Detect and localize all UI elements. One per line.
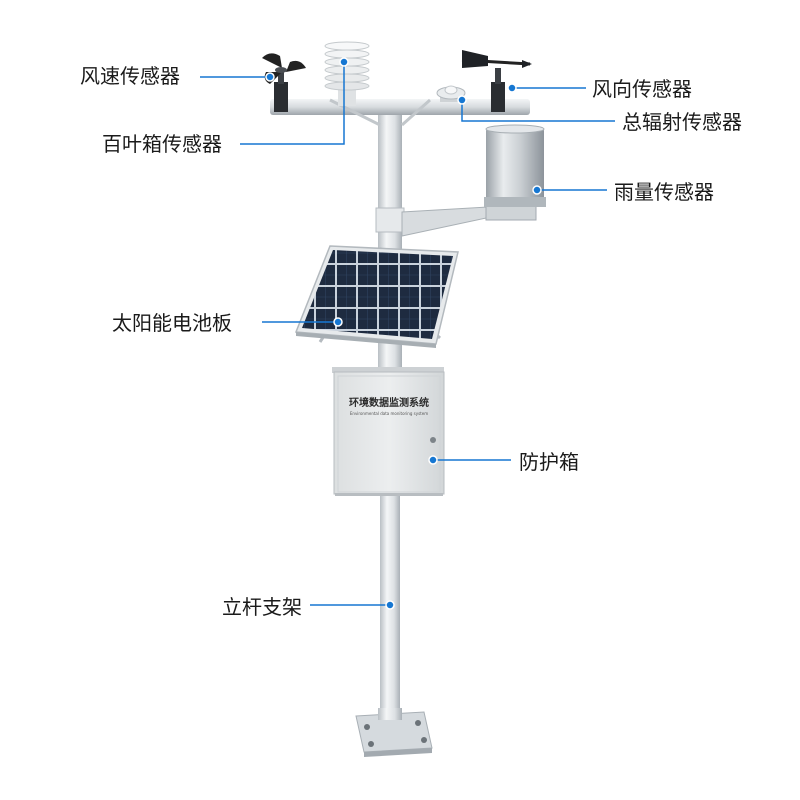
- label-radiation: 总辐射传感器: [622, 110, 742, 134]
- label-solar-panel: 太阳能电池板: [112, 311, 232, 335]
- protection-box: 环境数据监测系统 Environmental data monitoring s…: [332, 367, 445, 496]
- wind-vane: [461, 50, 532, 112]
- dot-radiation: [457, 95, 467, 105]
- label-shutter-box: 百叶箱传感器: [102, 132, 222, 156]
- dot-pole: [385, 600, 395, 610]
- label-rain-gauge: 雨量传感器: [614, 180, 714, 204]
- cabinet-title: 环境数据监测系统: [349, 396, 429, 409]
- dot-solar-panel: [333, 317, 343, 327]
- leader-lines: [200, 62, 615, 606]
- dot-wind-vane: [507, 83, 517, 93]
- radiation-sensor: [436, 85, 466, 102]
- rain-gauge: [484, 124, 546, 207]
- pole: [355, 490, 433, 757]
- dot-rain-gauge: [532, 185, 542, 195]
- louver-shelter: [324, 41, 370, 106]
- leader-radiation: [461, 100, 615, 122]
- label-pole: 立杆支架: [222, 595, 302, 619]
- cabinet-subtitle: Environmental data monitoring system: [350, 411, 428, 416]
- leader-shutter: [240, 62, 345, 145]
- rain-gauge-arm: [401, 201, 537, 237]
- dot-protection-box: [428, 455, 438, 465]
- label-anemometer: 风速传感器: [80, 64, 180, 88]
- dot-anemometer: [265, 72, 275, 82]
- leader-dots: [265, 57, 542, 610]
- label-protection-box: 防护箱: [519, 450, 579, 474]
- solar-panel: [294, 245, 459, 348]
- dot-shutter: [339, 57, 349, 67]
- label-wind-vane: 风向传感器: [592, 77, 692, 101]
